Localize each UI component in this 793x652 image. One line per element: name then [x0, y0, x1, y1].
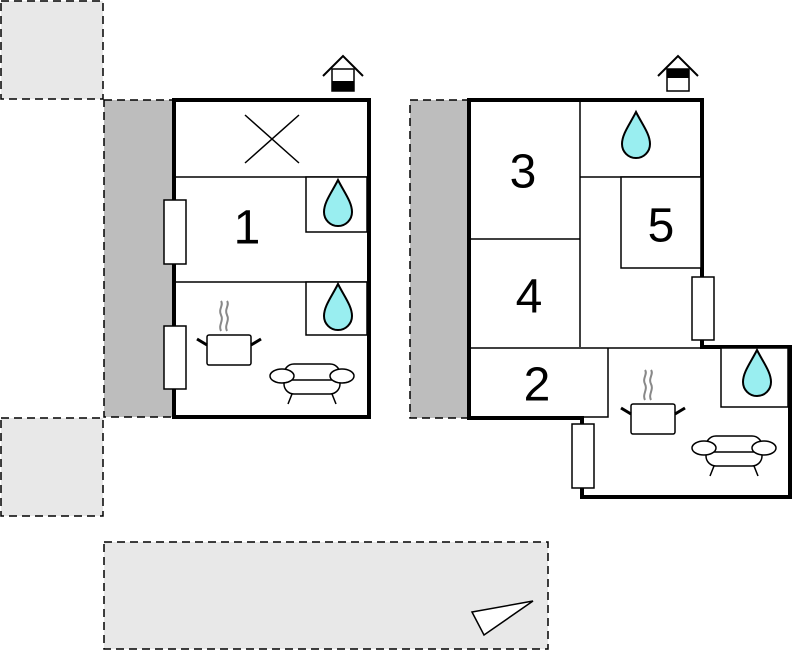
room-label: 1	[234, 202, 261, 255]
building-right: 3 4 5 2	[409, 54, 792, 499]
building-left: 1	[103, 54, 371, 419]
direction-arrow-icon	[470, 600, 534, 637]
terrace-bottom	[103, 541, 549, 650]
terrace-top-left	[0, 0, 104, 100]
house-entrance-icon	[657, 54, 699, 92]
covered-area-left	[103, 99, 175, 418]
room-label: 3	[510, 146, 537, 199]
covered-area-right	[409, 99, 470, 419]
door	[691, 276, 715, 341]
room-label: 4	[516, 271, 543, 324]
cross-icon	[244, 114, 300, 164]
house-entrance-icon	[322, 54, 364, 92]
door	[163, 325, 187, 390]
terrace-bottom-left	[0, 417, 104, 517]
room-label: 5	[648, 200, 675, 253]
room-label: 2	[524, 359, 551, 412]
door	[571, 423, 595, 489]
room-5	[620, 176, 702, 269]
door	[163, 199, 187, 265]
